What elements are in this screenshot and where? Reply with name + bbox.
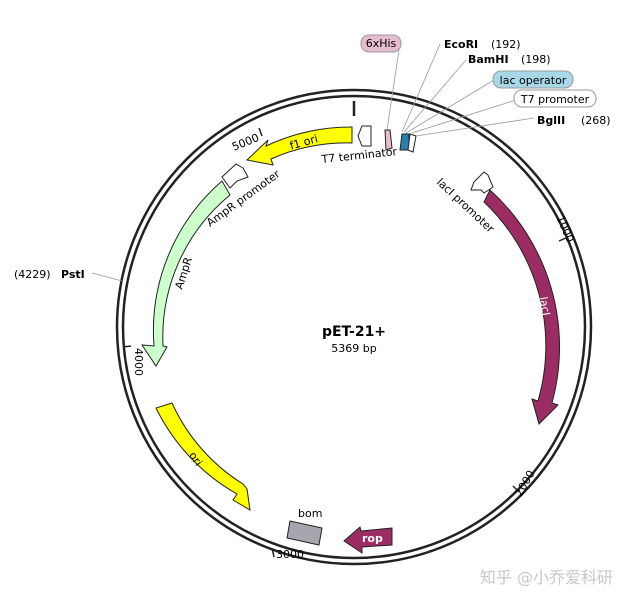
laci-feature — [483, 189, 561, 425]
site-bglii-pos: (268) — [581, 114, 611, 127]
t7-promoter-feature — [407, 133, 417, 153]
ori-feature — [155, 402, 251, 511]
lac-operator-callout-box — [492, 70, 574, 89]
bom-label: bom — [298, 507, 322, 520]
his-callout-label: 6xHis — [366, 37, 397, 50]
tick-mark-3000 — [271, 547, 275, 558]
rop-feature — [343, 526, 393, 554]
site-bglii-name: BglII — [537, 114, 565, 127]
site-psti-pos: (4229) — [14, 268, 51, 281]
leader-t7-promoter — [411, 99, 517, 134]
leader-psti — [91, 272, 123, 282]
his-callout-box — [360, 34, 402, 53]
ampr-feature — [141, 180, 231, 367]
site-bamhi-pos: (198) — [521, 53, 551, 66]
backbone-outer-ring — [115, 88, 593, 566]
t7-terminator-feature — [357, 125, 372, 147]
t7-promoter-callout-box — [513, 89, 597, 108]
leader-bglii — [415, 117, 535, 137]
leader-6xhis — [386, 49, 400, 131]
tick-mark-5000 — [258, 127, 263, 137]
leader-lac-operator — [405, 79, 495, 134]
lac-operator-feature — [399, 133, 410, 151]
site-ecori-name: EcoRI — [444, 38, 478, 51]
tick-label-3000: 3000 — [276, 548, 304, 561]
laci-label: lacI — [536, 296, 552, 317]
tick-label-5000: 5000 — [230, 131, 261, 154]
tick-mark-1000 — [558, 236, 569, 242]
rop-label: rop — [362, 532, 383, 545]
watermark: 知乎 @小乔爱科研 — [480, 568, 613, 587]
laci-promoter-feature — [470, 171, 494, 194]
leader-bamhi — [403, 59, 467, 133]
plasmid-name: pET-21+ — [322, 324, 386, 340]
site-psti-name: PstI — [61, 268, 85, 281]
his-tag-feature — [384, 129, 393, 151]
t7-promoter-callout-label: T7 promoter — [520, 93, 590, 106]
tick-label-2000: 2000 — [512, 468, 537, 499]
tick-mark-4000 — [122, 345, 132, 348]
tick-mark-2000 — [512, 485, 520, 493]
site-ecori-pos: (192) — [491, 38, 521, 51]
backbone-inner-ring — [121, 94, 587, 560]
tick-label-1000: 1000 — [554, 214, 577, 245]
site-bamhi-name: BamHI — [468, 53, 509, 66]
ampr-promoter-feature — [221, 163, 249, 189]
tick-label-4000: 4000 — [132, 348, 145, 376]
bom-feature — [286, 520, 323, 546]
plasmid-size: 5369 bp — [331, 342, 376, 355]
f1-ori-feature — [245, 126, 353, 166]
leader-ecori — [401, 43, 441, 133]
lac-operator-callout-label: lac operator — [500, 74, 567, 87]
